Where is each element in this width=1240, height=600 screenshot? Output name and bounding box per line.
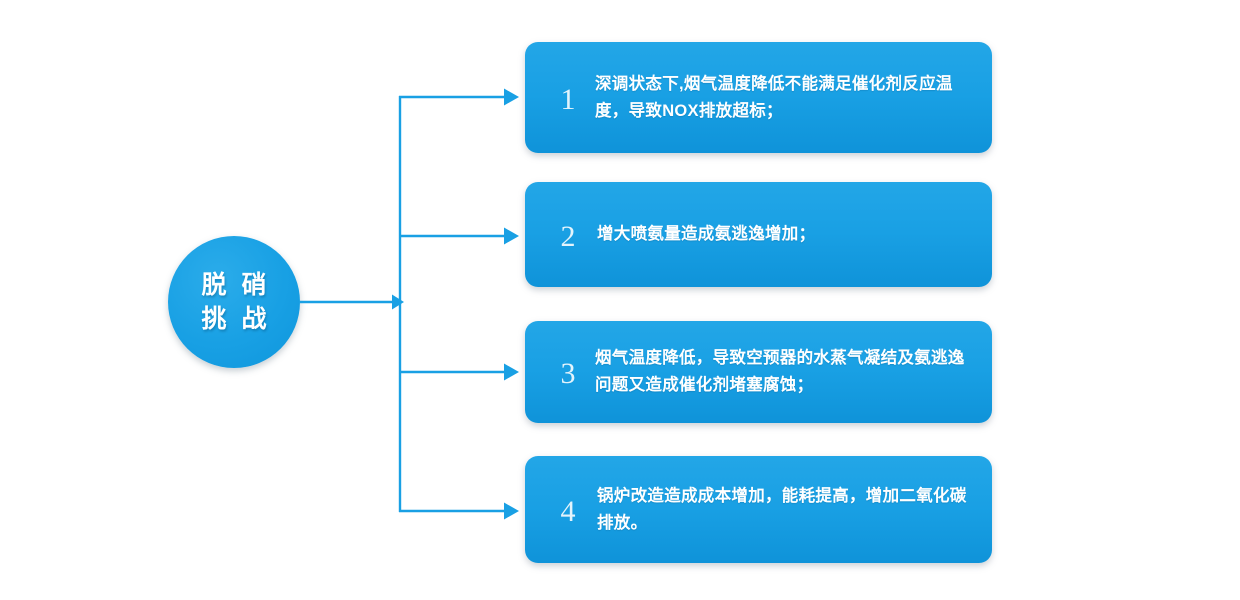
- hub-circle[interactable]: 脱 硝 挑 战: [168, 236, 300, 368]
- challenge-item-4[interactable]: 4 锅炉改造造成成本增加，能耗提高，增加二氧化碳排放。: [525, 456, 992, 563]
- item-text-1: 深调状态下,烟气温度降低不能满足催化剂反应温度，导致NOX排放超标；: [595, 74, 953, 120]
- hub-title-line-1: 脱 硝: [201, 270, 271, 299]
- challenge-item-1[interactable]: 1 深调状态下,烟气温度降低不能满足催化剂反应温度，导致NOX排放超标；: [525, 42, 992, 153]
- branch-arrowhead-4: [504, 502, 519, 520]
- challenge-item-2[interactable]: 2 增大喷氨量造成氨逃逸增加；: [525, 182, 992, 287]
- item-text-2: 增大喷氨量造成氨逃逸增加；: [597, 225, 816, 244]
- item-number-1: 1: [560, 82, 576, 116]
- branch-arrowhead-3: [504, 363, 519, 381]
- hub-title-line-2: 挑 战: [201, 305, 271, 333]
- branch-arrowhead-2: [504, 227, 519, 245]
- challenge-item-3[interactable]: 3 烟气温度降低，导致空预器的水蒸气凝结及氨逃逸问题又造成催化剂堵塞腐蚀；: [525, 321, 992, 423]
- item-number-2: 2: [560, 219, 576, 253]
- item-text-4: 锅炉改造造成成本增加，能耗提高，增加二氧化碳排放。: [597, 486, 967, 532]
- hub-outlet-arrowhead: [392, 294, 404, 310]
- item-number-4: 4: [560, 494, 576, 528]
- item-number-3: 3: [560, 357, 576, 390]
- item-text-3: 烟气温度降低，导致空预器的水蒸气凝结及氨逃逸问题又造成催化剂堵塞腐蚀；: [595, 349, 965, 394]
- branch-arrowhead-1: [504, 88, 519, 106]
